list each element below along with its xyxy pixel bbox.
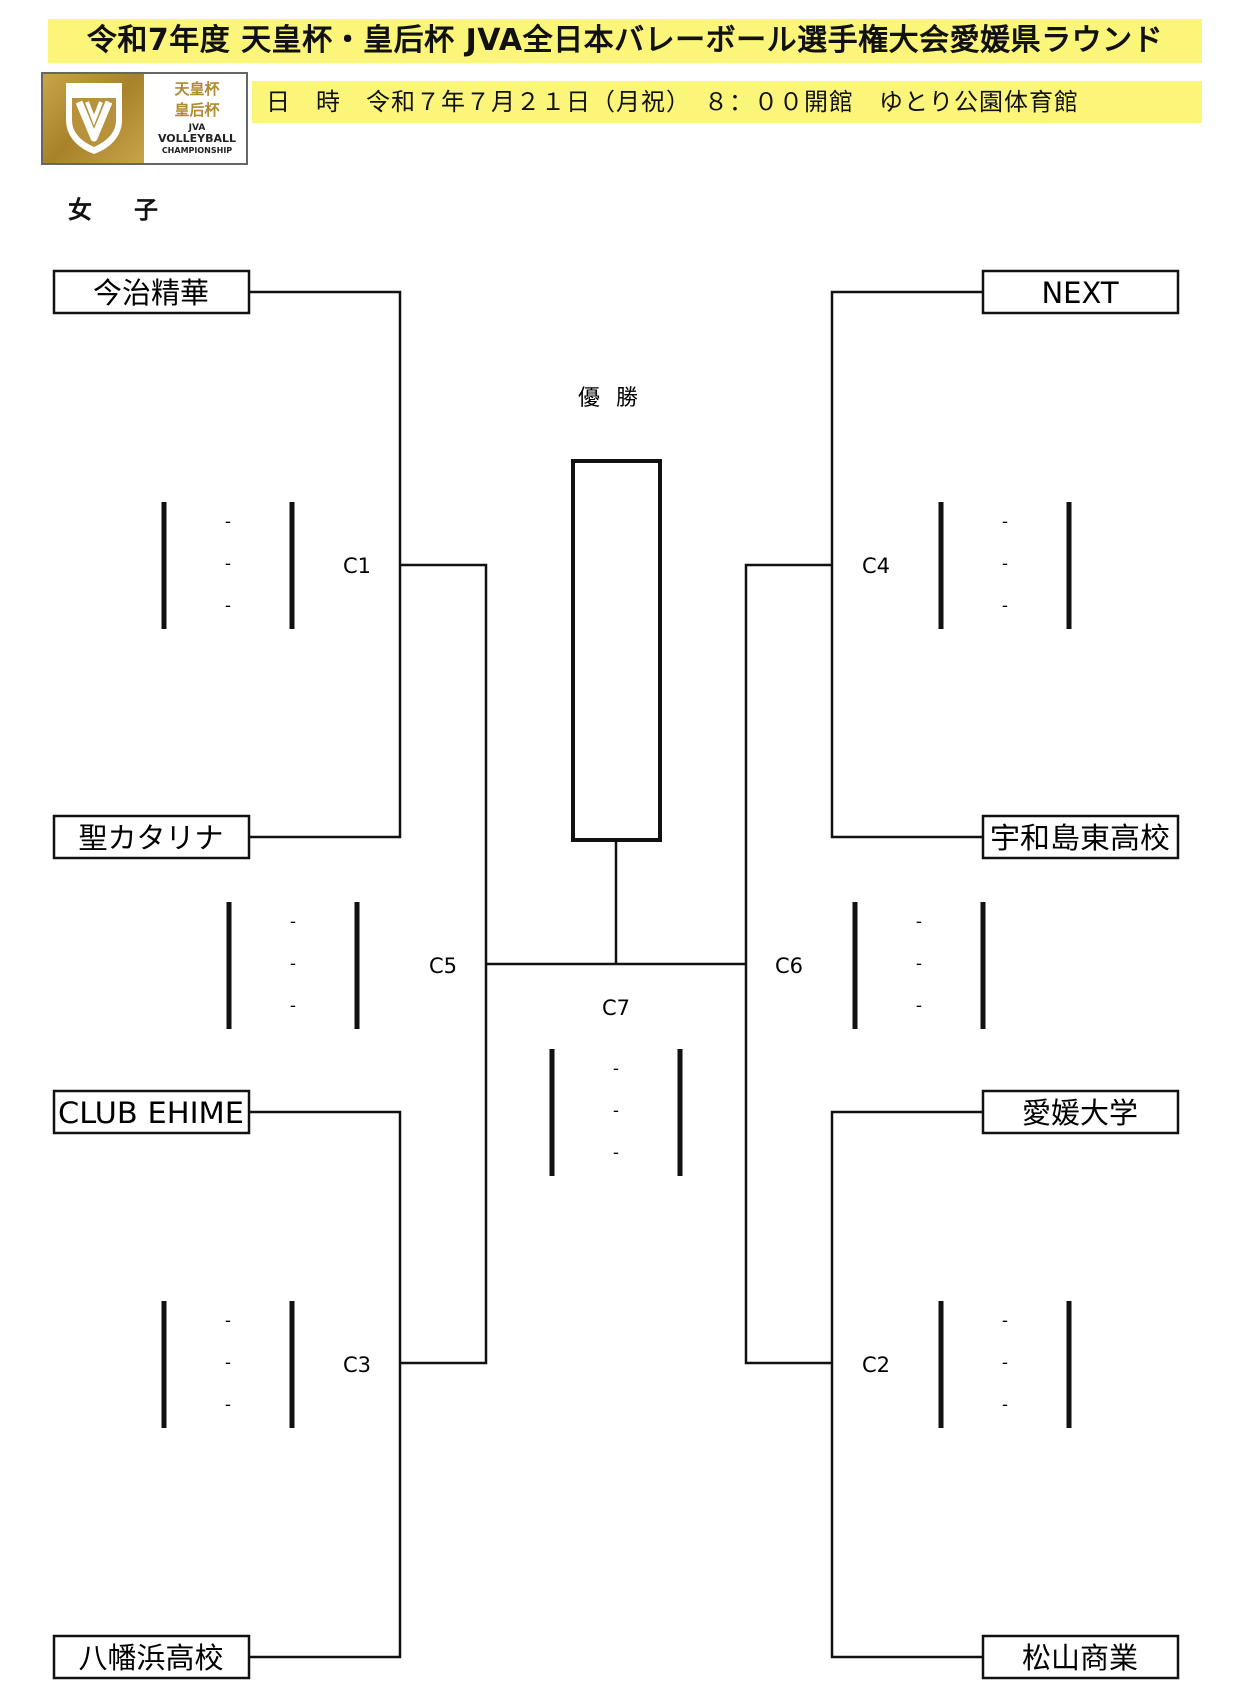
score-block-c7: - - - <box>549 1049 683 1176</box>
bracket-line-c2 <box>830 1110 983 1659</box>
shield-icon <box>66 83 122 155</box>
match-code-c1: C1 <box>343 554 371 578</box>
match-code-c4: C4 <box>862 554 890 578</box>
team-box-yawatahama <box>52 1634 251 1680</box>
team-name: 八幡浜高校 <box>78 1641 223 1675</box>
set-score: - <box>290 996 296 1016</box>
score-block-c6: - - - <box>852 902 986 1029</box>
set-score: - <box>225 1311 231 1331</box>
logo-emblem <box>43 74 144 163</box>
set-score: - <box>225 1395 231 1415</box>
score-block-c5: - - - <box>226 902 360 1029</box>
logo-text-empress-cup: 皇后杯 <box>174 101 220 119</box>
logo-text-jva: JVA <box>188 123 206 133</box>
jva-logo: 天皇杯 皇后杯 JVA VOLLEYBALL CHAMPIONSHIP <box>41 72 248 165</box>
team-name: 宇和島東高校 <box>990 821 1170 855</box>
set-score: - <box>1002 1353 1008 1373</box>
set-score: - <box>916 912 922 932</box>
set-score: - <box>290 912 296 932</box>
match-code-c7: C7 <box>602 996 630 1020</box>
set-score: - <box>613 1143 619 1163</box>
set-score: - <box>613 1059 619 1079</box>
set-score: - <box>1002 596 1008 616</box>
bracket-line-c3 <box>249 1110 402 1659</box>
team-name: NEXT <box>1041 276 1118 310</box>
logo-text-emperor-cup: 天皇杯 <box>174 80 220 98</box>
team-name: CLUB EHIME <box>58 1096 244 1130</box>
team-box-ehime-univ <box>981 1089 1180 1135</box>
team-box-uwajima-higashi <box>981 814 1180 860</box>
team-name: 松山商業 <box>1022 1641 1138 1675</box>
match-code-c2: C2 <box>862 1353 890 1377</box>
set-score: - <box>1002 1395 1008 1415</box>
champion-label: 優勝 <box>578 386 654 411</box>
page-title: 令和7年度 天皇杯・皇后杯 JVA全日本バレーボール選手権大会愛媛県ラウンド <box>86 23 1164 58</box>
score-block-c1: - - - <box>161 502 295 629</box>
event-date-venue: 日 時 令和７年７月２１日（月祝） ８：００開館 ゆとり公園体育館 <box>266 88 1079 116</box>
team-box-club-ehime <box>52 1089 251 1135</box>
logo-text-volleyball: VOLLEYBALL <box>157 132 237 145</box>
bracket-line-c1 <box>249 290 402 839</box>
match-codes: C1 C3 C4 C2 C5 C6 C7 <box>343 554 890 1377</box>
team-name: 聖カタリナ <box>78 821 223 855</box>
score-blocks: - - - - - - - - - - - - - - - - - - - - - <box>161 502 1072 1428</box>
set-score: - <box>916 996 922 1016</box>
team-box-st-catalina <box>52 814 251 860</box>
set-score: - <box>1002 554 1008 574</box>
set-score: - <box>1002 1311 1008 1331</box>
date-banner: 日 時 令和７年７月２１日（月祝） ８：００開館 ゆとり公園体育館 <box>252 81 1202 123</box>
score-block-c2: - - - <box>938 1301 1072 1428</box>
team-name: 愛媛大学 <box>1022 1096 1138 1130</box>
set-score: - <box>1002 512 1008 532</box>
score-block-c4: - - - <box>938 502 1072 629</box>
team-name: 今治精華 <box>93 276 209 310</box>
team-box-next <box>981 269 1180 315</box>
team-box-imabari-seika <box>52 269 251 315</box>
set-score: - <box>225 512 231 532</box>
bracket-lines <box>249 290 983 1659</box>
logo-text-championship: CHAMPIONSHIP <box>161 146 233 155</box>
title-banner: 令和7年度 天皇杯・皇后杯 JVA全日本バレーボール選手権大会愛媛県ラウンド <box>48 19 1202 63</box>
set-score: - <box>613 1101 619 1121</box>
set-score: - <box>916 954 922 974</box>
team-box-matsuyama-shogyo <box>981 1634 1180 1680</box>
set-score: - <box>290 954 296 974</box>
set-score: - <box>225 1353 231 1373</box>
set-score: - <box>225 596 231 616</box>
match-code-c3: C3 <box>343 1353 371 1377</box>
team-boxes: 今治精華 聖カタリナ CLUB EHIME 八幡浜高校 NEXT 宇和島東高校 … <box>52 269 1180 1680</box>
set-score: - <box>225 554 231 574</box>
bracket-line-c4 <box>830 290 983 839</box>
score-block-c3: - - - <box>161 1301 295 1428</box>
division-label: 女子 <box>68 196 200 224</box>
match-code-c6: C6 <box>775 954 803 978</box>
match-code-c5: C5 <box>429 954 457 978</box>
champion-box <box>571 459 662 842</box>
